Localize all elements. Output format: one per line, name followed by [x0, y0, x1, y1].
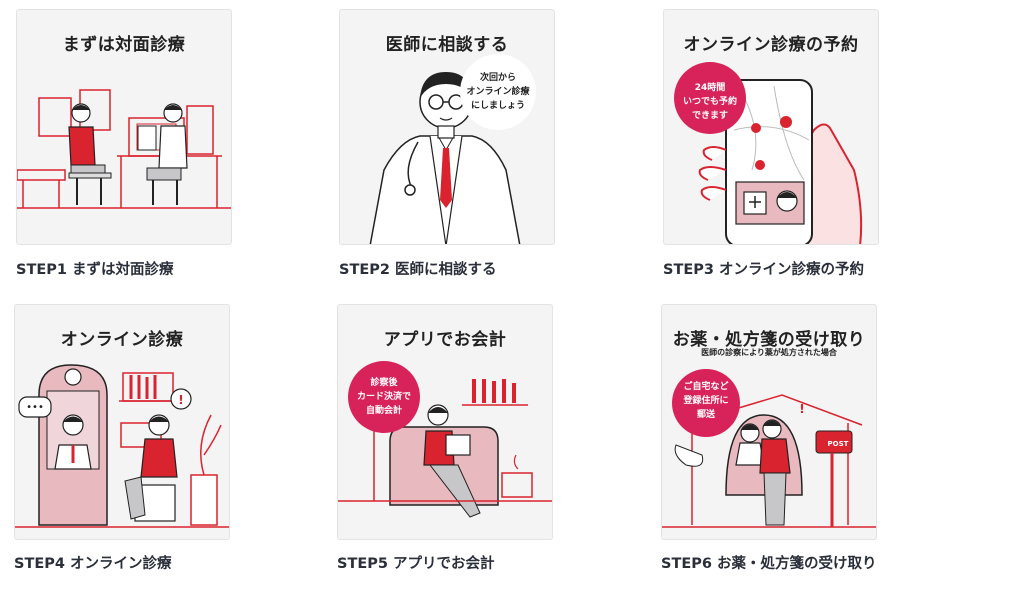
- badge-line-1: 診察後: [370, 376, 398, 388]
- badge-line-1: ご自宅など: [683, 380, 728, 392]
- badge-line-2: いつでも予約: [683, 95, 737, 107]
- thumbnail-title: アプリでお会計: [383, 330, 507, 350]
- doctor-illustration: 次回から オンライン診療 にしましょう: [369, 54, 536, 244]
- step-caption[interactable]: STEP5 アプリでお会計: [337, 556, 495, 572]
- svg-text:!: !: [799, 402, 804, 416]
- step-thumbnail-4[interactable]: ••• ! オンライン診療: [14, 304, 230, 540]
- thumbnail-title: まずは対面診療: [62, 35, 186, 55]
- thumbnail-title: オンライン診療の予約: [683, 35, 859, 55]
- payment-illustration: 診察後 カード決済で 自動会計: [338, 361, 552, 518]
- thumbnail-title: オンライン診療: [60, 330, 184, 350]
- thumbnail-title: 医師に相談する: [385, 35, 509, 55]
- badge-line-2: カード決済で: [357, 390, 411, 402]
- step-caption[interactable]: STEP1 まずは対面診療: [16, 262, 174, 278]
- badge-line-3: 郵送: [697, 408, 716, 420]
- step-caption[interactable]: STEP6 お薬・処方箋の受け取り: [661, 556, 877, 572]
- thumbnail-title: お薬・処方箋の受け取り: [672, 330, 866, 350]
- consultation-illustration: [17, 89, 231, 209]
- step-thumbnail-6[interactable]: ! POST ご自宅など 登録住所に 郵送 お薬・処方箋の受け取り 医師の診察に…: [661, 304, 877, 540]
- bubble-line-1: 次回から: [480, 71, 516, 83]
- step-caption[interactable]: STEP3 オンライン診療の予約: [663, 262, 865, 278]
- bubble-line-2: オンライン診療: [466, 85, 529, 97]
- post-label: POST: [828, 440, 849, 448]
- step-thumbnail-3[interactable]: 24時間 いつでも予約 できます オンライン診療の予約: [663, 9, 879, 245]
- step-caption[interactable]: STEP2 医師に相談する: [339, 262, 497, 278]
- badge-line-1: 24時間: [695, 81, 726, 93]
- prescription-delivery-illustration: ! POST ご自宅など 登録住所に 郵送: [662, 369, 876, 528]
- badge-line-2: 登録住所に: [682, 394, 728, 406]
- badge-line-3: できます: [692, 110, 728, 121]
- svg-text:!: !: [178, 393, 183, 407]
- bubble-line-3: にしましょう: [471, 100, 525, 111]
- online-consultation-illustration: ••• !: [15, 364, 229, 528]
- svg-text:•••: •••: [26, 402, 44, 413]
- step-thumbnail-5[interactable]: 診察後 カード決済で 自動会計 アプリでお会計: [337, 304, 553, 540]
- step-thumbnail-2[interactable]: 次回から オンライン診療 にしましょう 医師に相談する: [339, 9, 555, 245]
- badge-line-3: 自動会計: [366, 404, 402, 416]
- phone-booking-illustration: 24時間 いつでも予約 できます: [674, 62, 863, 244]
- step-caption[interactable]: STEP4 オンライン診療: [14, 556, 172, 572]
- step-thumbnail-1[interactable]: まずは対面診療: [16, 9, 232, 245]
- thumbnail-subtitle: 医師の診察により薬が処方された場合: [701, 348, 837, 357]
